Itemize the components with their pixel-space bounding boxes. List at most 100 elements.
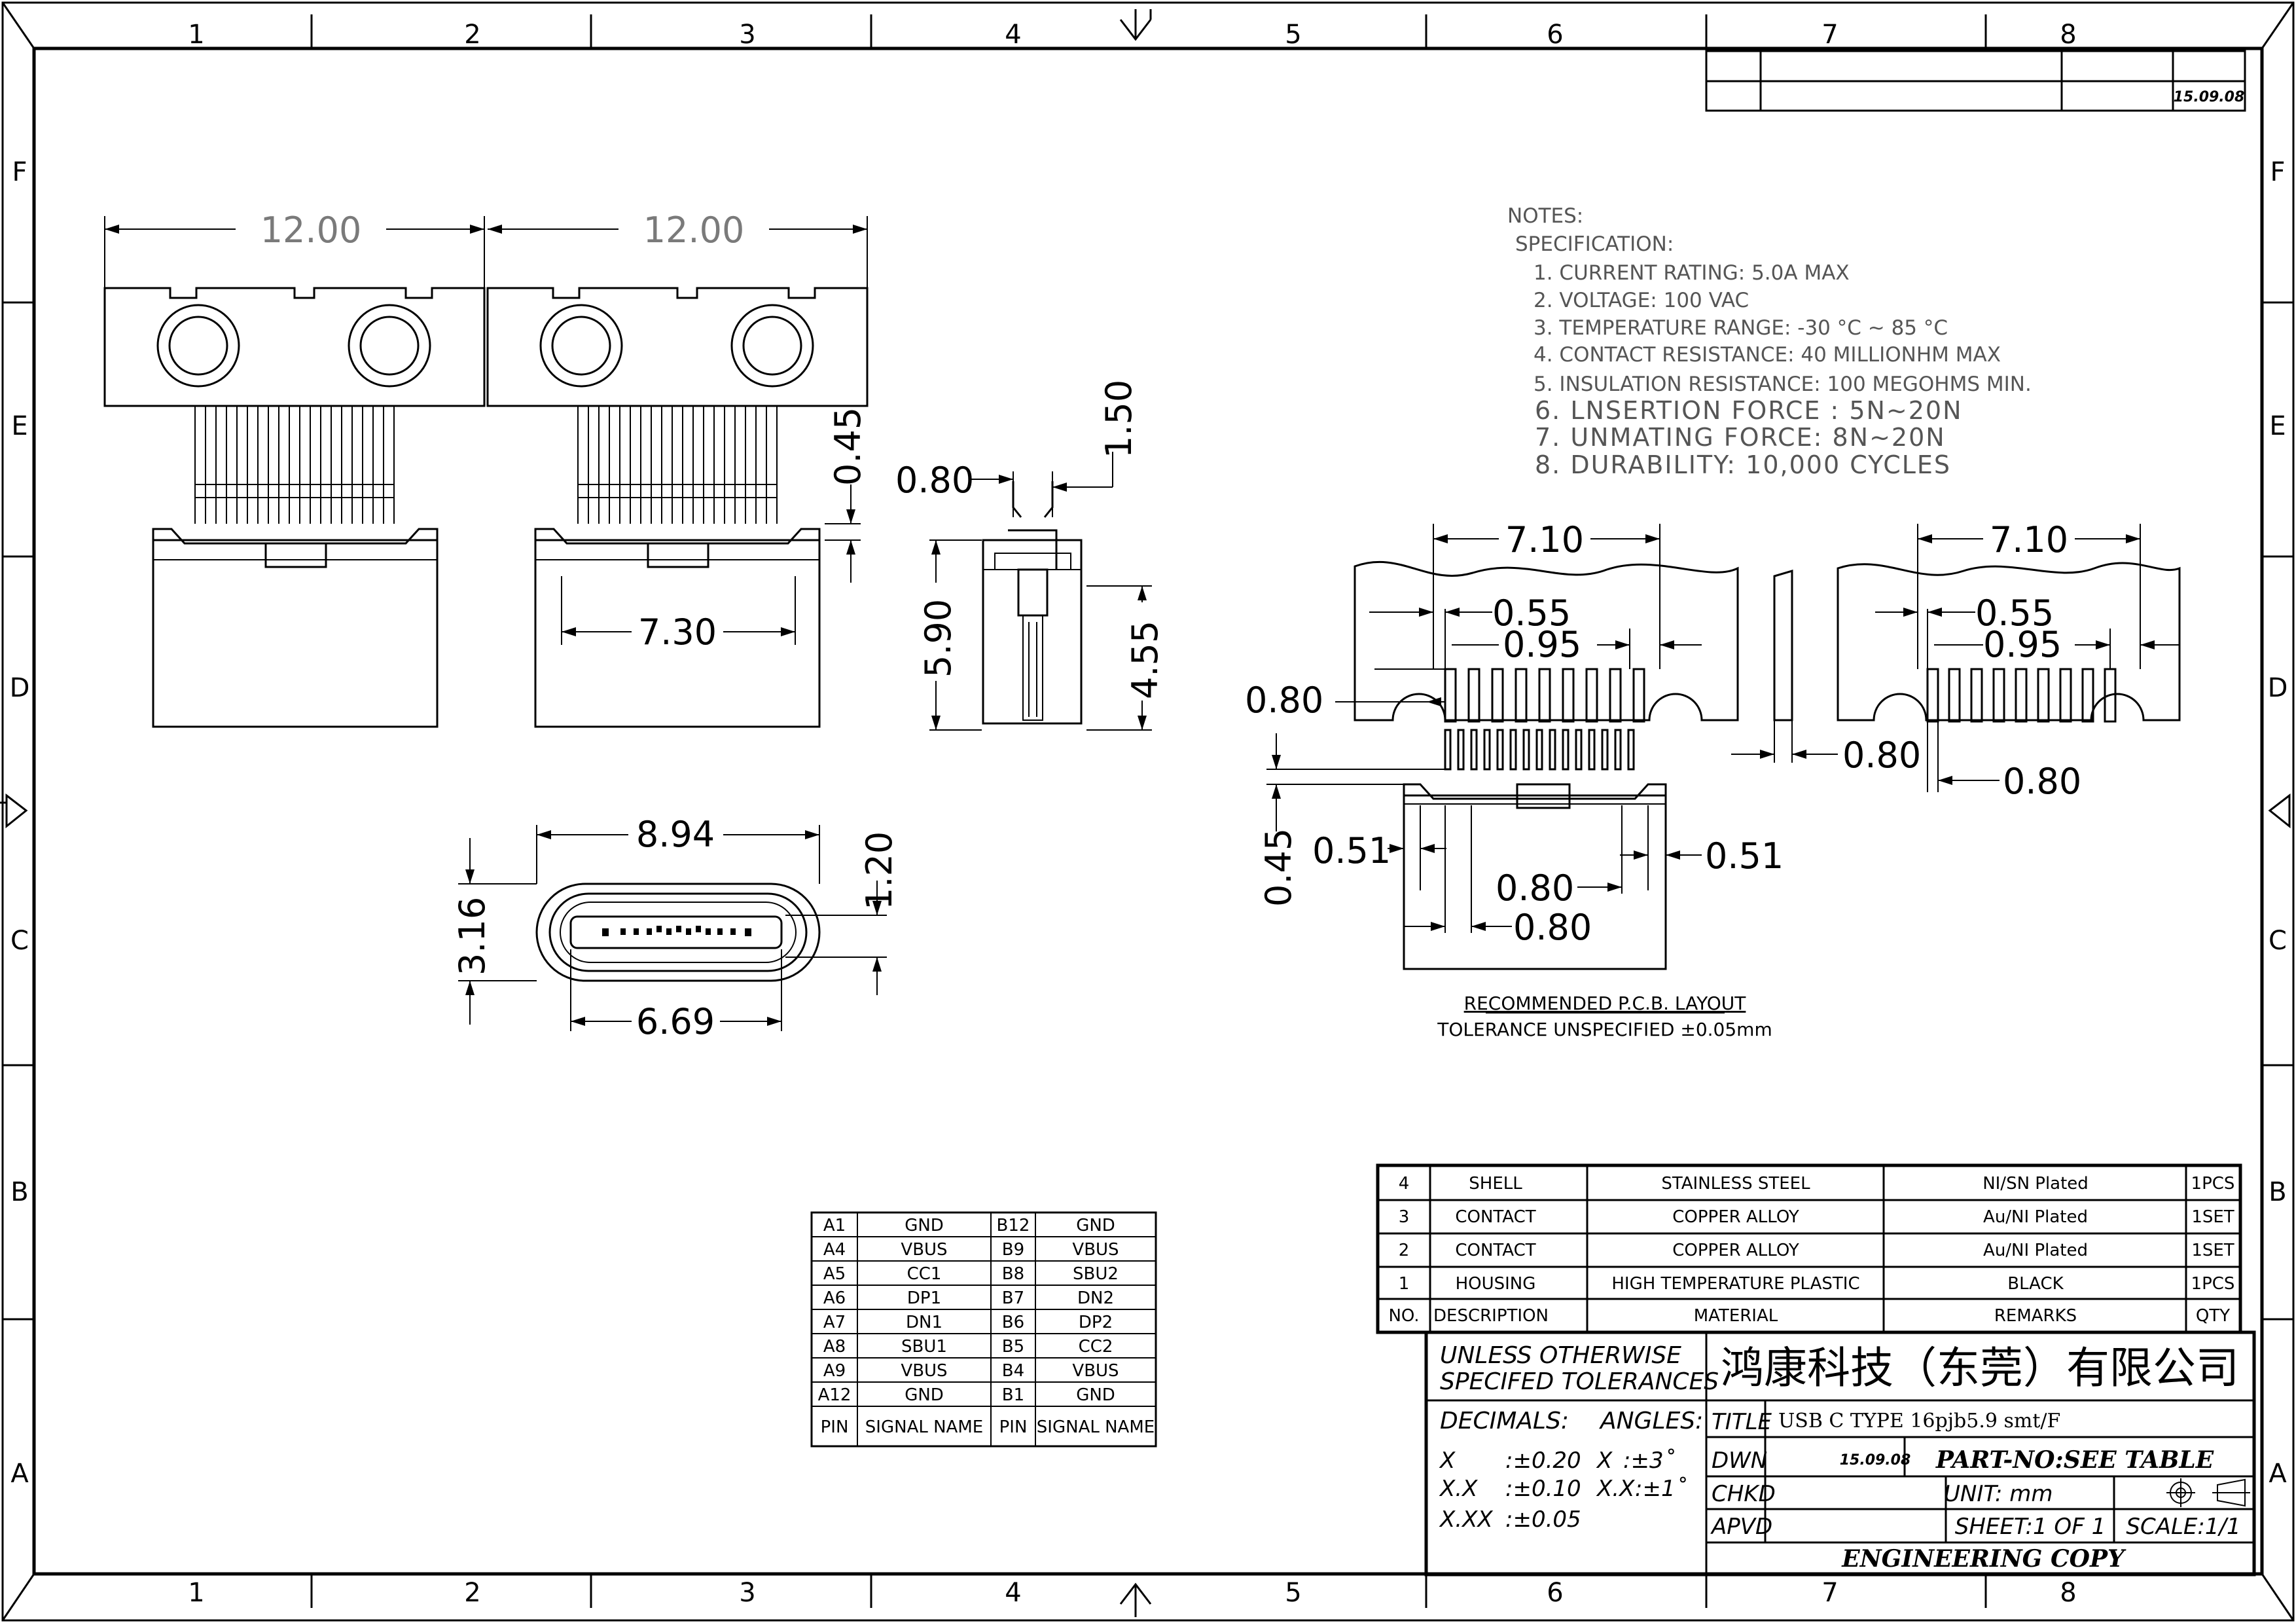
- bom-cell-qty: 1SET: [2191, 1207, 2234, 1227]
- bom-cell-material: HIGH TEMPERATURE PLASTIC: [1611, 1274, 1859, 1294]
- zone-col-3: 3: [739, 20, 755, 50]
- zone-col-8: 8: [2060, 20, 2076, 50]
- bom-cell-remarks: NI/SN Plated: [1982, 1174, 2089, 1194]
- pin-table-cell-signal-a: VBUS: [901, 1361, 947, 1381]
- zone-col-4: 4: [1005, 20, 1021, 50]
- dim-face-outer-w: 8.94: [636, 814, 715, 855]
- notes-header: NOTES:: [1507, 204, 1583, 228]
- bom-cell-no: 4: [1399, 1174, 1410, 1194]
- zone-col-6-bottom: 6: [1547, 1578, 1563, 1608]
- tol-xx: X.X: [1439, 1476, 1478, 1502]
- zone-row-f-right: F: [2270, 157, 2285, 187]
- zone-row-f: F: [12, 157, 27, 187]
- tol-xxx: X.XX: [1439, 1506, 1493, 1533]
- bom-header-description: DESCRIPTION: [1433, 1306, 1549, 1326]
- zone-row-b-right: B: [2269, 1177, 2286, 1207]
- pcb-caption-tolerance: TOLERANCE UNSPECIFIED ±0.05mm: [1437, 1019, 1772, 1040]
- zone-row-e: E: [11, 411, 27, 441]
- dim-top-width-right: 12.00: [643, 210, 745, 251]
- tolerance-title-1: UNLESS OTHERWISE: [1440, 1342, 1681, 1369]
- dim-housing-width: 7.30: [638, 611, 717, 653]
- bom-cell-no: 3: [1399, 1207, 1410, 1227]
- note-item-3: 3. TEMPERATURE RANGE: -30 °C ~ 85 °C: [1534, 316, 1948, 340]
- pin-table-cell-pin-a: A5: [823, 1264, 846, 1284]
- revision-box: 15.09.08: [1705, 50, 2246, 112]
- pin-table-cell-pin-b: B7: [1002, 1288, 1024, 1308]
- ang-x-value: :±3˚: [1623, 1448, 1675, 1474]
- pin-table-cell-signal-b: SBU2: [1073, 1264, 1119, 1284]
- pin-table-header-pin-a: PIN: [821, 1417, 849, 1437]
- zone-col-8-bottom: 8: [2060, 1578, 2076, 1608]
- zone-col-1-bottom: 1: [188, 1578, 204, 1608]
- zone-row-b: B: [10, 1177, 28, 1207]
- pin-table-cell-pin-a: A1: [823, 1216, 846, 1235]
- pin-table-header-signal-a: SIGNAL NAME: [865, 1417, 983, 1437]
- pin-table-cell-signal-a: DN1: [906, 1313, 942, 1332]
- pin-table-cell-pin-a: A9: [823, 1361, 846, 1381]
- notes: NOTES: SPECIFICATION: 1. CURRENT RATING:…: [1507, 204, 2032, 479]
- note-item-2: 2. VOLTAGE: 100 VAC: [1534, 289, 1749, 312]
- bom-cell-qty: 1PCS: [2191, 1274, 2235, 1294]
- projection-symbol-icon: [2166, 1478, 2250, 1507]
- note-item-5: 5. INSULATION RESISTANCE: 100 MEGOHMS MI…: [1534, 373, 2032, 396]
- bom-cell-remarks: Au/NI Plated: [1983, 1207, 2088, 1227]
- pin-table-cell-pin-b: B8: [1002, 1264, 1024, 1284]
- revision-date: 15.09.08: [2174, 89, 2245, 105]
- pin-table-cell-signal-a: SBU1: [901, 1337, 947, 1357]
- zone-col-4-bottom: 4: [1005, 1578, 1021, 1608]
- zone-col-7-bottom: 7: [1821, 1578, 1838, 1608]
- pin-table-header-pin-b: PIN: [999, 1417, 1028, 1437]
- dim-foot-pitch: 0.80: [1496, 867, 1574, 909]
- tolerance-title-2: SPECIFED TOLERANCES: [1440, 1368, 1719, 1395]
- zone-row-c-right: C: [2269, 926, 2287, 956]
- bom-cell-description: CONTACT: [1455, 1207, 1535, 1227]
- bom-cell-no: 2: [1399, 1241, 1410, 1260]
- zone-col-5: 5: [1285, 20, 1301, 50]
- pin-table-cell-signal-b: CC2: [1079, 1337, 1113, 1357]
- pin-table-header-signal-b: SIGNAL NAME: [1037, 1417, 1155, 1437]
- dim-side-body: 4.55: [1124, 621, 1166, 699]
- dim-face-inner-w: 6.69: [636, 1001, 715, 1042]
- pcb-layout: 7.10 0.55 0.95 0.80 7.10 0.55: [1245, 519, 2181, 802]
- bom-cell-material: COPPER ALLOY: [1672, 1241, 1799, 1260]
- pin-table-cell-signal-b: VBUS: [1072, 1240, 1119, 1260]
- top-view: 12.00 12.00: [103, 210, 869, 728]
- pin-table-cell-pin-b: B9: [1002, 1240, 1024, 1260]
- engineering-copy: ENGINEERING COPY: [1841, 1545, 2126, 1573]
- bom-cell-no: 1: [1399, 1274, 1410, 1294]
- zone-col-3-bottom: 3: [739, 1578, 755, 1608]
- zone-col-6: 6: [1547, 20, 1563, 50]
- bom-cell-qty: 1SET: [2191, 1241, 2234, 1260]
- pin-table-cell-pin-b: B5: [1002, 1337, 1024, 1357]
- dim-foot-right: 0.51: [1705, 835, 1784, 877]
- pin-table-cell-signal-b: DP2: [1079, 1313, 1113, 1332]
- zone-row-e-right: E: [2269, 411, 2286, 441]
- pin-table-cell-pin-b: B12: [997, 1216, 1030, 1235]
- dim-pad-width-right: 0.80: [2003, 761, 2081, 802]
- bom-header-qty: QTY: [2196, 1306, 2230, 1326]
- pcb-caption-title: RECOMMENDED P.C.B. LAYOUT: [1464, 993, 1747, 1014]
- pin-table-cell-signal-a: GND: [905, 1385, 944, 1405]
- ang-xx: X.X: [1596, 1476, 1635, 1502]
- tol-xxx-value: :±0.05: [1505, 1506, 1581, 1533]
- note-item-7: 7. UNMATING FORCE: 8N~20N: [1535, 423, 1946, 452]
- zone-row-d-right: D: [2268, 673, 2288, 703]
- dim-foot-pitch-2: 0.80: [1513, 907, 1592, 948]
- zone-row-c: C: [10, 926, 29, 956]
- pin-table-cell-pin-a: A12: [818, 1385, 852, 1405]
- note-item-4: 4. CONTACT RESISTANCE: 40 MILLIONHM MAX: [1534, 343, 2001, 367]
- pin-table-cell-signal-b: GND: [1076, 1385, 1115, 1405]
- dim-side-tab: 1.50: [1098, 380, 1139, 458]
- pin-table-cell-pin-a: A4: [823, 1240, 846, 1260]
- ang-xx-value: :±1˚: [1635, 1476, 1687, 1502]
- decimals-label: DECIMALS:: [1440, 1408, 1569, 1434]
- pin-table-cell-signal-a: CC1: [907, 1264, 942, 1284]
- side-view: 0.80 1.50 5.90 4.55: [895, 380, 1166, 731]
- zone-col-2-bottom: 2: [464, 1578, 480, 1608]
- pin-table-cell-pin-b: B6: [1002, 1313, 1024, 1332]
- bom-cell-description: HOUSING: [1456, 1274, 1536, 1294]
- pin-table-cell-signal-b: VBUS: [1072, 1361, 1119, 1381]
- dim-pin-height: 0.45: [827, 407, 869, 486]
